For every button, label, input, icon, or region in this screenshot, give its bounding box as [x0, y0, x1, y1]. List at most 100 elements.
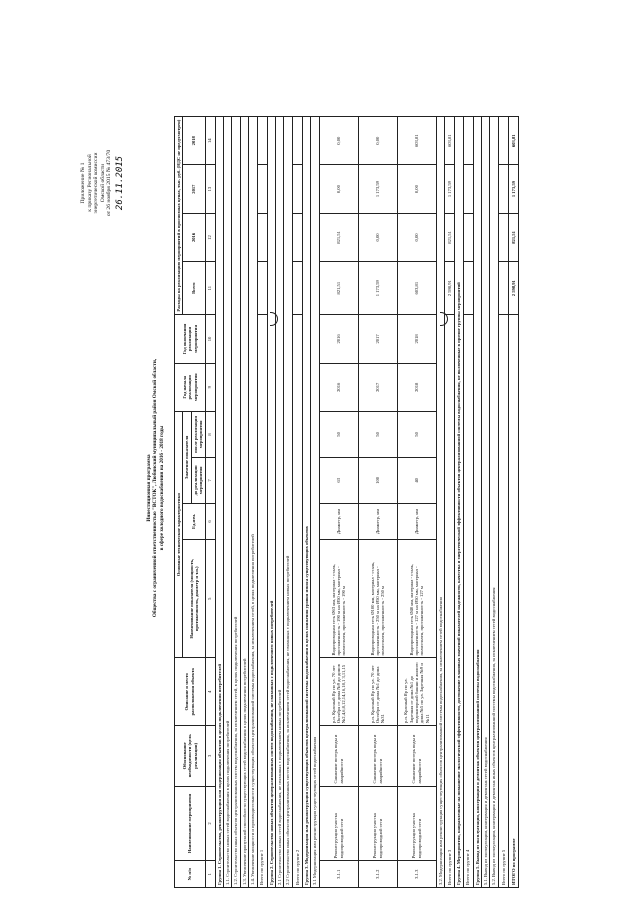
col-header-tech: Основные технические характеристики [174, 411, 183, 658]
index-cell: 2 [205, 786, 216, 861]
subgroup-title: 1.3. Увеличение пропускной способности с… [240, 116, 249, 888]
row-justification: Снижение потерь воды и аварийности [319, 725, 359, 787]
grand-total-value: 2 598,91 [508, 261, 519, 315]
group-total-row: Всего по группе 3 2 598,91 821,51 1 173,… [444, 116, 455, 888]
group-title: Группа 4. Мероприятия, направленные на п… [454, 116, 463, 888]
group-title: Группа 1. Строительство, реконструкция и… [215, 116, 224, 888]
group-title: Группа 5. Вывод из эксплуатации, консерв… [473, 116, 482, 888]
subgroup-row: 2.2 Строительство иных объектов централи… [283, 116, 293, 888]
group-total-row: Всего по группе 2 [292, 116, 303, 888]
row-before: 63 [319, 457, 359, 504]
col-header-num: № п/п [174, 860, 206, 888]
group-total-value: 2 598,91 [444, 261, 455, 315]
subgroup-row: 1.2. Строительство иных объектов централ… [231, 116, 241, 888]
subgroup-title: 2.2 Строительство иных объектов централи… [283, 116, 293, 888]
row-justification: Снижение потерь воды и аварийности [397, 725, 437, 787]
row-unit: Диаметр, мм [319, 503, 359, 540]
appendix-note: Приложение № 1 к приказу Региональной эн… [80, 118, 125, 248]
group-total-row: Всего по группе 5 [498, 116, 509, 888]
row-end: 2018 [397, 314, 437, 364]
title-line: в сфере холодного водоснабжения на 2016 … [158, 425, 165, 551]
table-row: 3.1.3 Реконструкция участка водопроводно… [397, 116, 437, 888]
row-after: 50 [319, 411, 359, 458]
subgroup-row: 1.4. Увеличение мощности и производитель… [248, 116, 258, 888]
document-title: Инвестиционная программа Общества с огра… [146, 338, 165, 638]
appendix-date: от 26 ноября 2015 № 473/70 [106, 149, 113, 217]
index-cell: 7 [205, 457, 216, 504]
table-row: 3.1.1 Реконструкция участка водопроводно… [319, 116, 359, 888]
subgroup-title: 5.1. Вывод из эксплуатации, консервация … [481, 116, 490, 888]
group-total-label: Всего по группе 3 [444, 314, 455, 888]
group-title: Группа 3. Модернизация или реконструкция… [302, 116, 311, 888]
row-2017: 1 173,59 [358, 164, 398, 214]
subgroup-title: 5.2. Вывод из эксплуатации, консервация … [489, 116, 499, 888]
subgroup-row: 3.1 Модернизация или реконструкция сущес… [310, 116, 320, 888]
index-cell: 9 [205, 363, 216, 412]
index-cell: 1 [205, 860, 216, 888]
col-header-before: до реализации мероприятия [191, 457, 206, 504]
row-name: Реконструкция участка водопроводной сети [319, 786, 359, 861]
grand-total-value: 603,81 [508, 116, 519, 165]
row-param: Водопроводная сеть Ø100 мм, материал - с… [358, 539, 398, 658]
col-header-2018: 2018 [182, 116, 206, 165]
grand-total-label: ИТОГО по программе [508, 314, 519, 888]
group-row: Группа 3. Модернизация или реконструкция… [302, 116, 311, 888]
index-cell: 10 [205, 314, 216, 364]
row-unit: Диаметр, мм [397, 503, 437, 540]
col-header-tech-param: Наименование показателя (мощность, протя… [182, 539, 206, 658]
col-header-name: Наименование мероприятия [174, 786, 206, 861]
row-2018: 0,00 [358, 116, 398, 165]
index-cell: 13 [205, 164, 216, 214]
row-location: р.п. Красный Яр по ул. 70 лет Октября от… [319, 657, 359, 726]
group-row: Группа 5. Вывод из эксплуатации, консерв… [473, 116, 482, 888]
row-2016: 821,51 [319, 213, 359, 262]
subgroup-title: 3.1 Модернизация или реконструкция сущес… [310, 116, 320, 888]
subgroup-row: 3.2. Модернизация или реконструкция суще… [436, 116, 445, 888]
row-end: 2016 [319, 314, 359, 364]
index-cell: 11 [205, 261, 216, 315]
subgroup-title: 2.1 Строительство новых сетей водоснабже… [275, 116, 284, 888]
index-cell: 4 [205, 657, 216, 726]
group-total-value: 1 173,59 [444, 164, 455, 214]
index-cell: 8 [205, 411, 216, 458]
col-header-justification: Обоснование необходимости (цель реализац… [174, 725, 206, 787]
appendix-line: Приложение № 1 [80, 162, 86, 204]
row-location: р.п. Красный Яр по ул. Заречная от дома … [397, 657, 437, 726]
group-row: Группа 4. Мероприятия, направленные на п… [454, 116, 463, 888]
group-row: Группа 2. Строительство новых объектов ц… [267, 116, 276, 888]
group-total-label: Всего по группе 2 [292, 314, 303, 888]
subgroup-row: 2.1 Строительство новых сетей водоснабже… [275, 116, 284, 888]
row-num: 3.1.3 [397, 860, 437, 888]
row-unit: Диаметр, мм [358, 503, 398, 540]
row-2016: 0,00 [397, 213, 437, 262]
row-start: 2017 [358, 363, 398, 412]
subgroup-row: 1.1. Строительство новых сетей водоснабж… [223, 116, 232, 888]
row-2018: 0,00 [319, 116, 359, 165]
row-num: 3.1.1 [319, 860, 359, 888]
group-total-row: Всего по группе 4 [463, 116, 473, 888]
col-header-location: Описание и место расположения объекта [174, 657, 206, 726]
title-line: Общества с ограниченной ответственностью… [152, 358, 159, 618]
index-cell: 3 [205, 725, 216, 787]
row-2017: 0,00 [319, 164, 359, 214]
row-start: 2018 [397, 363, 437, 412]
subgroup-row: 5.1. Вывод из эксплуатации, консервация … [481, 116, 490, 888]
column-index-row: 1 2 3 4 5 6 7 8 9 10 11 12 13 14 [205, 116, 216, 888]
subgroup-title: 1.4. Увеличение мощности и производитель… [248, 116, 258, 888]
row-before: 100 [358, 457, 398, 504]
group-row: Группа 1. Строительство, реконструкция и… [215, 116, 224, 888]
row-justification: Снижение потерь воды и аварийности [358, 725, 398, 787]
col-header-year-start: Год начала реализации мероприятия [174, 363, 206, 412]
col-header-unit: Ед.изм. [182, 503, 206, 540]
col-header-2017: 2017 [182, 164, 206, 214]
col-header-after: после реализации мероприятия [191, 411, 206, 458]
row-2016: 0,00 [358, 213, 398, 262]
col-header-2016: 2016 [182, 213, 206, 262]
group-total-label: Всего по группе 5 [498, 314, 509, 888]
group-total-label: Всего по группе 4 [463, 314, 473, 888]
group-total-value: 821,51 [444, 213, 455, 262]
row-after: 50 [397, 411, 437, 458]
row-name: Реконструкция участка водопроводной сети [397, 786, 437, 861]
group-title: Группа 2. Строительство новых объектов ц… [267, 116, 276, 888]
subgroup-title: 3.2. Модернизация или реконструкция суще… [436, 116, 445, 888]
